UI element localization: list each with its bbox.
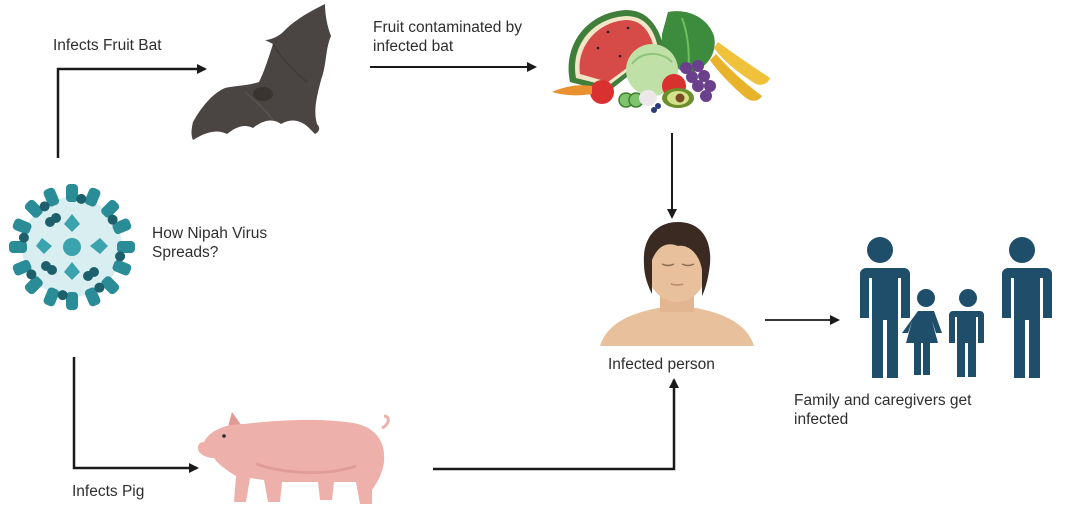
label-infects-fruit-bat: Infects Fruit Bat [53, 37, 162, 54]
fruit-vegetables-icon [552, 10, 770, 113]
label-family-caregivers: Family and caregivers get infected [794, 392, 972, 428]
label-how-nipah-spreads: How Nipah Virus Spreads? [152, 225, 268, 261]
infected-person-icon [600, 222, 754, 346]
arrow-virus-to-bat [56, 64, 207, 158]
label-infected-person: Infected person [608, 356, 715, 373]
virus-icon [9, 184, 135, 310]
arrow-virus-to-pig [72, 357, 199, 473]
label-fruit-contaminated: Fruit contaminated by infected bat [373, 19, 523, 55]
pig-icon [198, 412, 390, 504]
family-icon [856, 237, 1052, 378]
fruit-bat-icon [191, 4, 331, 140]
arrow-pig-to-person [433, 378, 679, 471]
label-infects-pig: Infects Pig [72, 483, 145, 500]
